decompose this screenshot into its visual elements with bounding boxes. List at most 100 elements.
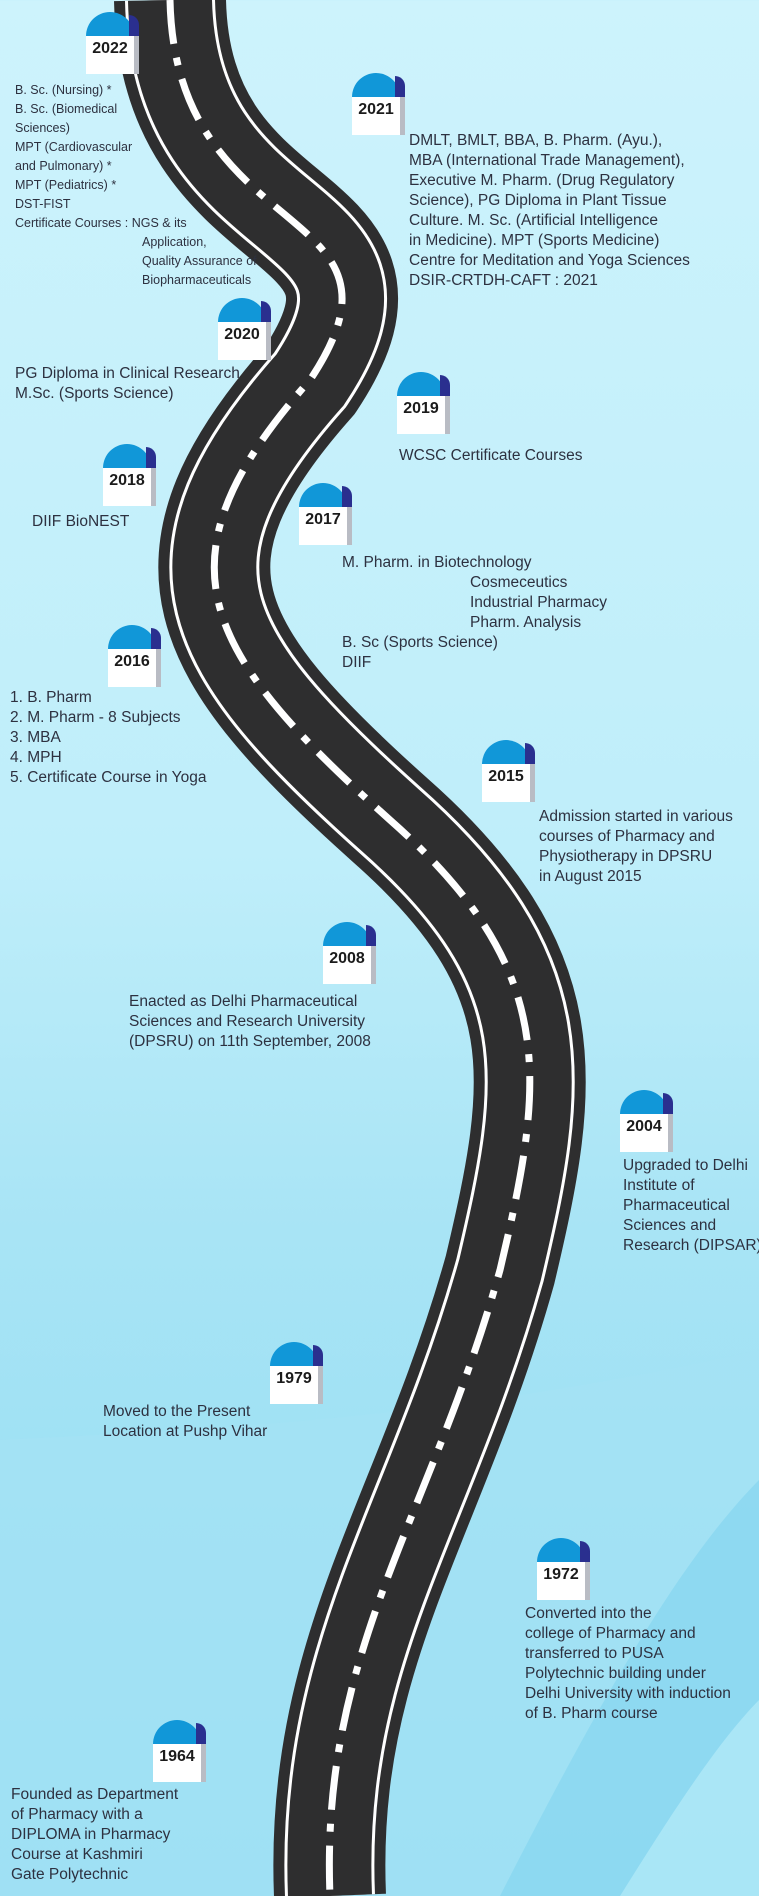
milestone-body bbox=[103, 468, 156, 506]
milestone-body bbox=[153, 1744, 206, 1782]
text-line: DIIF BioNEST bbox=[32, 513, 130, 530]
text-line: 3. MBA bbox=[10, 729, 61, 746]
milestone-body bbox=[299, 507, 352, 545]
milestone-text-2015: Admission started in various courses of … bbox=[539, 807, 733, 887]
text-line: of B. Pharm course bbox=[525, 1705, 658, 1722]
text-line: MBA (International Trade Management), bbox=[409, 152, 685, 169]
text-line: Moved to the Present bbox=[103, 1403, 251, 1420]
text-line: Converted into the bbox=[525, 1605, 652, 1622]
milestone-year: 2015 bbox=[488, 768, 524, 785]
milestone-body bbox=[482, 764, 535, 802]
road-center-dashes bbox=[166, 0, 534, 1896]
milestone-text-2022: B. Sc. (Nursing) * B. Sc. (Biomedical Sc… bbox=[15, 81, 257, 290]
text-line: Research (DIPSAR) bbox=[623, 1237, 759, 1254]
text-line: in Medicine). MPT (Sports Medicine) bbox=[409, 232, 660, 249]
milestone-year: 2017 bbox=[305, 511, 341, 528]
text-line: B. Sc. (Biomedical bbox=[15, 102, 118, 116]
milestone-marker-2008: 2008 bbox=[323, 922, 376, 984]
text-line: Course at Kashmiri bbox=[11, 1846, 143, 1863]
milestone-text-2016: 1. B. Pharm 2. M. Pharm - 8 Subjects 3. … bbox=[10, 688, 206, 788]
milestone-year: 2004 bbox=[626, 1118, 662, 1135]
background-wave bbox=[620, 1700, 759, 1896]
milestone-text-2019: WCSC Certificate Courses bbox=[399, 446, 582, 466]
text-line: Industrial Pharmacy bbox=[470, 594, 607, 611]
text-line: Culture. M. Sc. (Artificial Intelligence bbox=[409, 212, 658, 229]
text-line: 5. Certificate Course in Yoga bbox=[10, 769, 207, 786]
text-line: Founded as Department bbox=[11, 1786, 179, 1803]
text-line: Sciences and bbox=[623, 1217, 717, 1234]
text-line: Gate Polytechnic bbox=[11, 1866, 129, 1883]
milestone-cap bbox=[482, 740, 535, 764]
milestone-text-2021: DMLT, BMLT, BBA, B. Pharm. (Ayu.), MBA (… bbox=[409, 131, 690, 291]
milestone-marker-2017: 2017 bbox=[299, 483, 352, 545]
milestone-year: 2008 bbox=[329, 950, 365, 967]
text-line: Pharm. Analysis bbox=[470, 614, 582, 631]
text-line: WCSC Certificate Courses bbox=[399, 447, 583, 464]
milestone-body bbox=[537, 1562, 590, 1600]
milestone-text-2018: DIIF BioNEST bbox=[32, 512, 129, 532]
text-line: Polytechnic building under bbox=[525, 1665, 706, 1682]
milestone-year: 1972 bbox=[543, 1566, 579, 1583]
milestone-marker-2015: 2015 bbox=[482, 740, 535, 802]
text-line: 4. MPH bbox=[10, 749, 62, 766]
text-line: Sciences) bbox=[15, 121, 70, 135]
text-line: M. Pharm. in Biotechnology bbox=[342, 554, 532, 571]
milestone-cap bbox=[397, 372, 450, 396]
text-line: courses of Pharmacy and bbox=[539, 828, 715, 845]
text-line: Upgraded to Delhi bbox=[623, 1157, 748, 1174]
text-line: DMLT, BMLT, BBA, B. Pharm. (Ayu.), bbox=[409, 132, 663, 149]
milestone-text-1972: Converted into the college of Pharmacy a… bbox=[525, 1604, 731, 1724]
text-line: PG Diploma in Clinical Research bbox=[15, 365, 240, 382]
milestone-cap bbox=[108, 625, 161, 649]
milestone-cap bbox=[270, 1342, 323, 1366]
text-line: Delhi University with induction bbox=[525, 1685, 731, 1702]
milestone-year: 2020 bbox=[224, 326, 260, 343]
milestone-body bbox=[397, 396, 450, 434]
milestone-year: 2019 bbox=[403, 400, 439, 417]
milestone-body bbox=[352, 97, 405, 135]
milestone-cap bbox=[153, 1720, 206, 1744]
milestone-text-2004: Upgraded to Delhi Institute of Pharmaceu… bbox=[623, 1156, 759, 1256]
milestone-marker-2019: 2019 bbox=[397, 372, 450, 434]
text-line: DIIF bbox=[342, 654, 372, 671]
text-line: Location at Pushp Vihar bbox=[103, 1423, 268, 1440]
text-line: Certificate Courses : NGS & its bbox=[15, 216, 187, 230]
text-line: 1. B. Pharm bbox=[10, 689, 92, 706]
milestone-body bbox=[218, 322, 271, 360]
text-line: DIPLOMA in Pharmacy bbox=[11, 1826, 171, 1843]
text-line: Pharmaceutical bbox=[623, 1197, 730, 1214]
milestone-marker-2022: 2022 bbox=[86, 12, 139, 74]
milestone-cap bbox=[537, 1538, 590, 1562]
road bbox=[114, 0, 586, 1896]
text-line: MPT (Cardiovascular bbox=[15, 140, 133, 154]
milestone-marker-2004: 2004 bbox=[620, 1090, 673, 1152]
milestone-marker-2021: 2021 bbox=[352, 73, 405, 135]
text-line: DSIR-CRTDH-CAFT : 2021 bbox=[409, 272, 598, 289]
text-line: of Pharmacy with a bbox=[11, 1806, 143, 1823]
milestone-text-2020: PG Diploma in Clinical Research M.Sc. (S… bbox=[15, 364, 240, 404]
text-line: Biopharmaceuticals bbox=[142, 273, 252, 287]
milestone-cap bbox=[299, 483, 352, 507]
text-line: (DPSRU) on 11th September, 2008 bbox=[129, 1033, 371, 1050]
text-line: Sciences and Research University bbox=[129, 1013, 366, 1030]
text-line: transferred to PUSA bbox=[525, 1645, 664, 1662]
text-line: Quality Assurance of bbox=[142, 254, 257, 268]
milestone-year: 1979 bbox=[276, 1370, 312, 1387]
milestone-year: 2016 bbox=[114, 653, 150, 670]
text-line: MPT (Pediatrics) * bbox=[15, 178, 117, 192]
text-line: B. Sc (Sports Science) bbox=[342, 634, 498, 651]
text-line: Centre for Meditation and Yoga Sciences bbox=[409, 252, 690, 269]
text-line: DST-FIST bbox=[15, 197, 71, 211]
milestone-cap bbox=[352, 73, 405, 97]
text-line: 2. M. Pharm - 8 Subjects bbox=[10, 709, 181, 726]
milestone-marker-2020: 2020 bbox=[218, 298, 271, 360]
text-line: college of Pharmacy and bbox=[525, 1625, 696, 1642]
milestone-cap bbox=[323, 922, 376, 946]
milestone-marker-2018: 2018 bbox=[103, 444, 156, 506]
text-line: Cosmeceutics bbox=[470, 574, 568, 591]
milestone-body bbox=[323, 946, 376, 984]
text-line: and Pulmonary) * bbox=[15, 159, 112, 173]
milestone-year: 2018 bbox=[109, 472, 145, 489]
text-line: M.Sc. (Sports Science) bbox=[15, 385, 174, 402]
milestone-marker-1964: 1964 bbox=[153, 1720, 206, 1782]
